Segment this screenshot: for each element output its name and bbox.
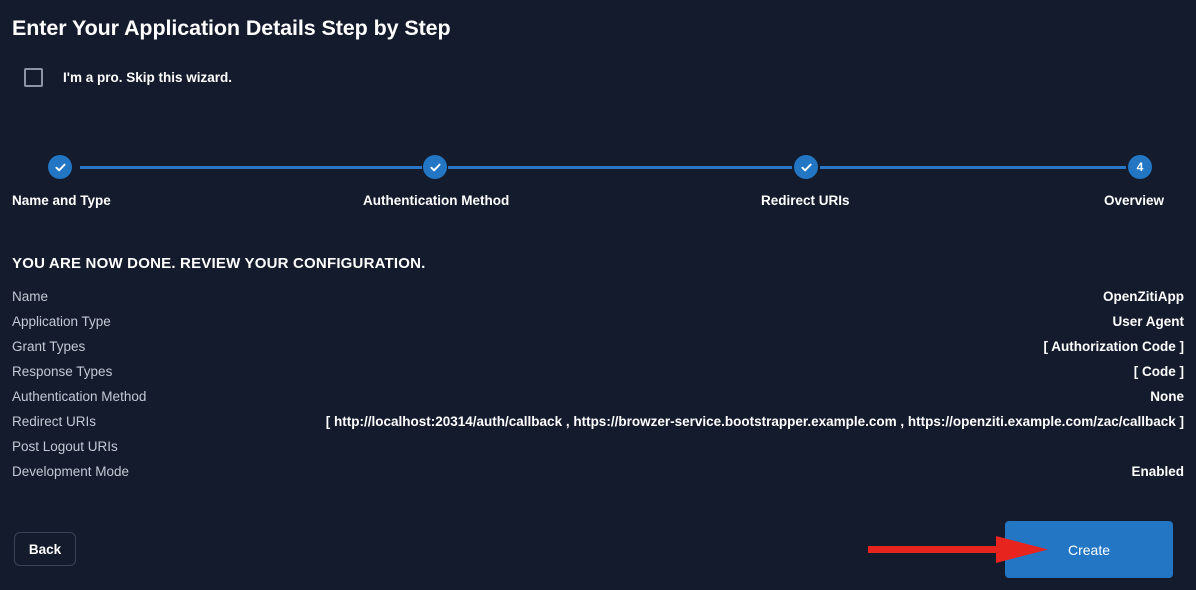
step-node-name-and-type[interactable] <box>48 155 72 179</box>
step-label-overview: Overview <box>1104 193 1165 208</box>
summary-value-development-mode: Enabled <box>1131 464 1184 479</box>
step-connector-1 <box>80 166 422 169</box>
table-row: Post Logout URIs <box>12 439 1184 464</box>
step-number-label: 4 <box>1136 160 1144 174</box>
check-icon <box>429 161 442 174</box>
skip-wizard-label: I'm a pro. Skip this wizard. <box>63 70 232 85</box>
summary-value-authentication-method: None <box>1150 389 1184 404</box>
summary-label-application-type: Application Type <box>12 314 111 329</box>
step-node-authentication-method[interactable] <box>423 155 447 179</box>
create-button[interactable]: Create <box>1005 521 1173 578</box>
step-label-name-and-type: Name and Type <box>12 193 111 208</box>
step-label-authentication-method: Authentication Method <box>363 193 510 208</box>
back-button[interactable]: Back <box>14 532 76 566</box>
summary-label-development-mode: Development Mode <box>12 464 130 479</box>
skip-wizard-row: I'm a pro. Skip this wizard. <box>24 68 232 87</box>
summary-label-grant-types: Grant Types <box>12 339 86 354</box>
step-node-redirect-uris[interactable] <box>794 155 818 179</box>
summary-value-application-type: User Agent <box>1112 314 1184 329</box>
summary-label-authentication-method: Authentication Method <box>12 389 147 404</box>
wizard-stepper: 4 Name and Type Authentication Method Re… <box>0 145 1196 220</box>
summary-value-response-types: [ Code ] <box>1133 364 1184 379</box>
table-row: Application Type User Agent <box>12 314 1184 339</box>
summary-value-name: OpenZitiApp <box>1103 289 1184 304</box>
step-label-redirect-uris: Redirect URIs <box>761 193 850 208</box>
table-row: Development Mode Enabled <box>12 464 1184 489</box>
summary-value-grant-types: [ Authorization Code ] <box>1043 339 1184 354</box>
table-row: Redirect URIs [ http://localhost:20314/a… <box>12 414 1184 439</box>
skip-wizard-checkbox[interactable] <box>24 68 43 87</box>
check-icon <box>800 161 813 174</box>
table-row: Authentication Method None <box>12 389 1184 414</box>
summary-label-name: Name <box>12 289 49 304</box>
table-row: Name OpenZitiApp <box>12 289 1184 314</box>
review-heading: YOU ARE NOW DONE. REVIEW YOUR CONFIGURAT… <box>12 255 426 272</box>
summary-label-redirect-uris: Redirect URIs <box>12 414 97 429</box>
step-connector-2 <box>448 166 792 169</box>
step-connector-3 <box>820 166 1126 169</box>
table-row: Response Types [ Code ] <box>12 364 1184 389</box>
summary-value-redirect-uris: [ http://localhost:20314/auth/callback ,… <box>325 414 1184 429</box>
summary-label-post-logout-uris: Post Logout URIs <box>12 439 118 454</box>
configuration-summary: Name OpenZitiApp Application Type User A… <box>12 289 1184 489</box>
table-row: Grant Types [ Authorization Code ] <box>12 339 1184 364</box>
check-icon <box>54 161 67 174</box>
page-title: Enter Your Application Details Step by S… <box>12 16 451 40</box>
stepper-track: 4 Name and Type Authentication Method Re… <box>0 145 1196 208</box>
summary-label-response-types: Response Types <box>12 364 113 379</box>
step-node-overview[interactable]: 4 <box>1128 155 1152 179</box>
